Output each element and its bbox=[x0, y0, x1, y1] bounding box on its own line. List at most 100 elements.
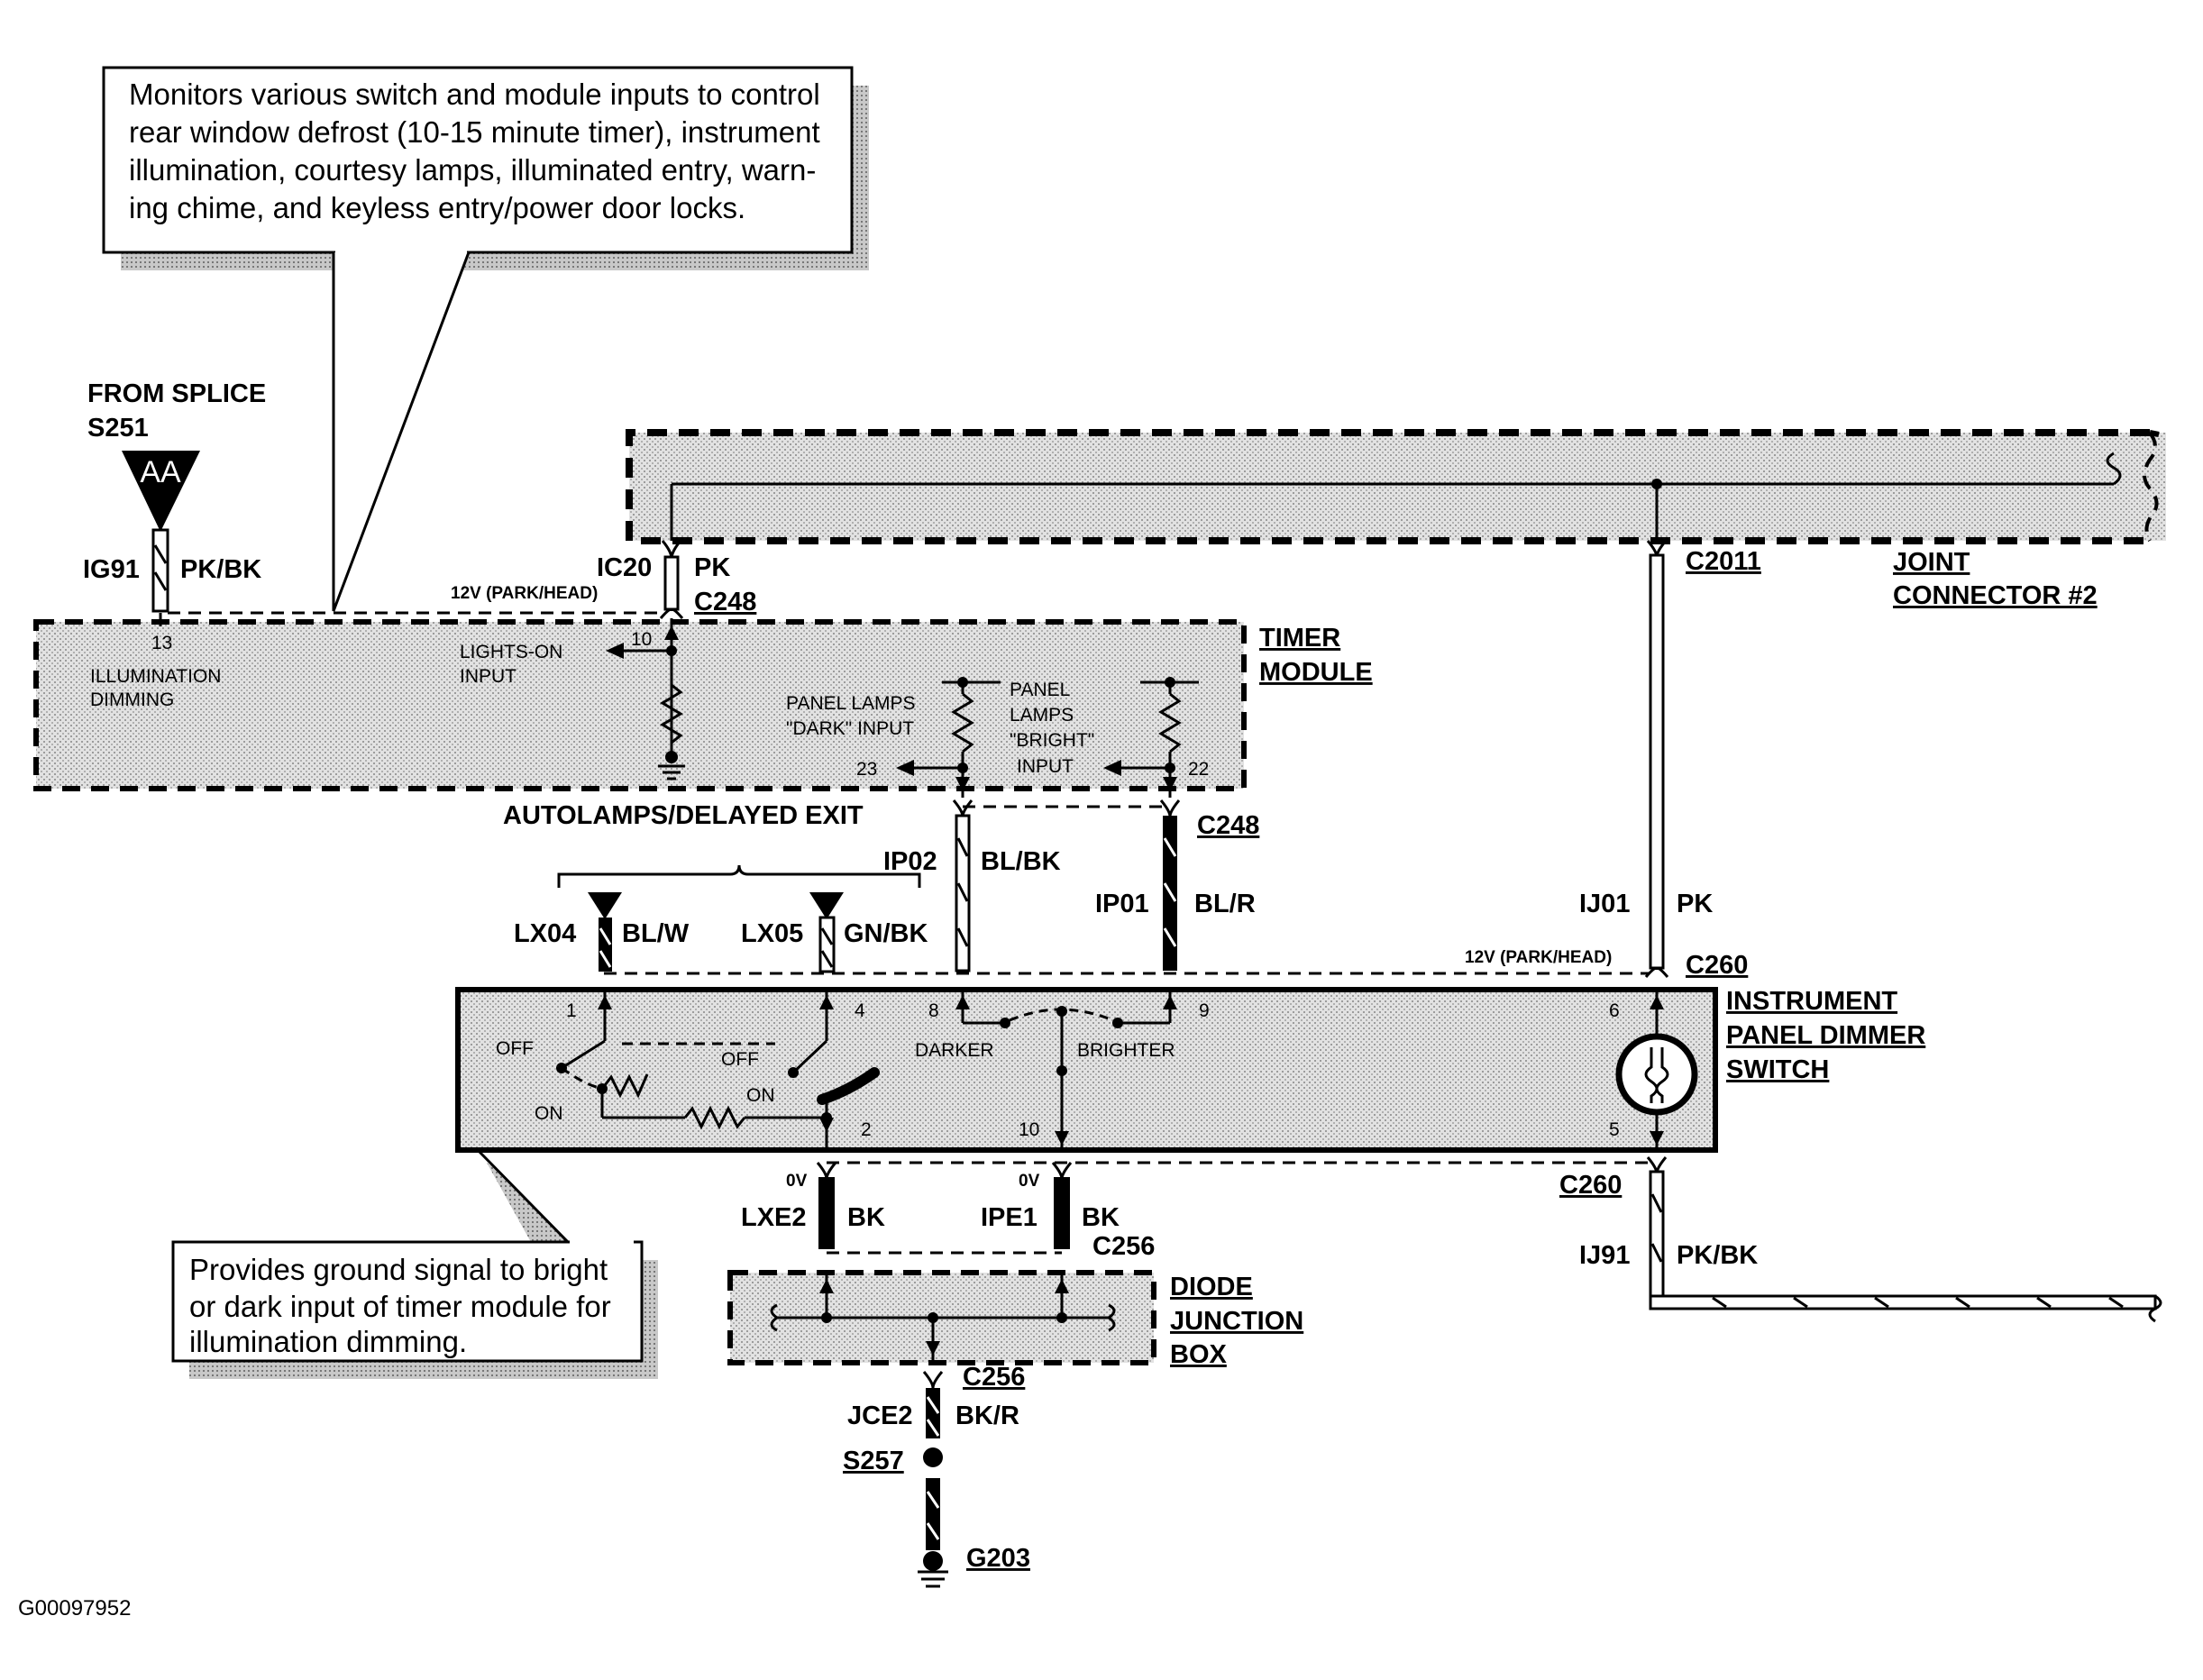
wire-ig91-color: PK/BK bbox=[180, 555, 261, 584]
dimmer-title-3: SWITCH bbox=[1726, 1055, 1829, 1084]
wire-ic20-group: IC20 PK C248 bbox=[597, 540, 756, 619]
timer-module: TIMER MODULE 13 ILLUMINATION DIMMING 10 … bbox=[33, 613, 1373, 798]
wire-lxe2-ipe1-group: 0V 0V LXE2 BK IPE1 BK C256 bbox=[741, 1162, 1155, 1261]
wire-lx05: LX05 bbox=[741, 919, 803, 948]
wire-ip02-ip01-group: C248 IP02 BL/BK IP01 BL/R bbox=[883, 799, 1259, 972]
wire-ij91: IJ91 bbox=[1579, 1241, 1630, 1270]
splice-label: FROM SPLICE bbox=[87, 379, 266, 408]
wire-lxe2: LXE2 bbox=[741, 1203, 807, 1232]
illumination-dimming-label-1: ILLUMINATION bbox=[90, 666, 221, 687]
timer-pin-13: 13 bbox=[151, 633, 172, 653]
connector-c248-top: C248 bbox=[694, 588, 756, 616]
wire-jce2: JCE2 bbox=[847, 1402, 913, 1430]
timer-pin-22: 22 bbox=[1188, 759, 1209, 780]
wire-jce2-color: BK/R bbox=[955, 1402, 1019, 1430]
callout-bottom-line-1: Provides ground signal to bright bbox=[189, 1253, 608, 1286]
wire-ig91: IG91 bbox=[83, 555, 140, 584]
bright-input-label-4: INPUT bbox=[1017, 756, 1074, 777]
dimmer-title-2: PANEL DIMMER bbox=[1726, 1021, 1925, 1050]
autolamps-label: AUTOLAMPS/DELAYED EXIT bbox=[503, 801, 864, 830]
wire-ij01-group: C2011 IJ01 PK bbox=[1579, 540, 1761, 978]
dimmer-on-2: ON bbox=[746, 1085, 775, 1106]
wire-jce2-group: C256 JCE2 BK/R S257 G203 bbox=[843, 1363, 1030, 1588]
bright-input-label-3: "BRIGHT" bbox=[1010, 730, 1094, 751]
dimmer-pin-4: 4 bbox=[855, 1000, 865, 1021]
wire-lx04-color: BL/W bbox=[622, 919, 690, 948]
bright-input-label-1: PANEL bbox=[1010, 680, 1070, 700]
wire-lx04: LX04 bbox=[514, 919, 576, 948]
callout-top-line-1: Monitors various switch and module input… bbox=[129, 78, 820, 111]
dimmer-on-1: ON bbox=[535, 1103, 563, 1124]
joint-connector-2: JOINT CONNECTOR #2 bbox=[626, 429, 2166, 610]
wire-ic20-color: PK bbox=[694, 553, 730, 582]
wire-ij01: IJ01 bbox=[1579, 890, 1630, 918]
diode-box-title-1: DIODE bbox=[1170, 1273, 1253, 1301]
wire-ic20: IC20 bbox=[597, 553, 652, 582]
dark-input-label-1: PANEL LAMPS bbox=[786, 693, 916, 714]
zero-volt-1: 0V bbox=[786, 1172, 808, 1191]
dimmer-title-1: INSTRUMENT bbox=[1726, 987, 1897, 1016]
instrument-panel-dimmer-switch: INSTRUMENT PANEL DIMMER SWITCH 1 OFF ON … bbox=[455, 987, 1925, 1153]
joint-connector-title-1: JOINT bbox=[1893, 548, 1970, 577]
connector-c256-bottom: C256 bbox=[963, 1363, 1025, 1392]
bright-input-label-2: LAMPS bbox=[1010, 705, 1074, 726]
diode-junction-box: DIODE JUNCTION BOX bbox=[727, 1270, 1303, 1369]
dimmer-pin-8: 8 bbox=[928, 1000, 939, 1021]
dimmer-brighter: BRIGHTER bbox=[1077, 1040, 1175, 1061]
diode-box-title-2: JUNCTION bbox=[1170, 1307, 1303, 1336]
connector-c2011: C2011 bbox=[1686, 547, 1761, 576]
timer-module-title-1: TIMER bbox=[1259, 624, 1340, 653]
splice-s251: FROM SPLICE S251 AA IG91 PK/BK bbox=[83, 379, 266, 613]
callout-top: Monitors various switch and module input… bbox=[102, 66, 869, 612]
illumination-dimming-label-2: DIMMING bbox=[90, 689, 174, 710]
zero-volt-2: 0V bbox=[1019, 1172, 1040, 1191]
wire-lx05-color: GN/BK bbox=[844, 919, 928, 948]
wire-ij91-group: C260 IJ91 PK/BK bbox=[1559, 1156, 2162, 1323]
wire-ij91-color: PK/BK bbox=[1677, 1241, 1758, 1270]
wire-ip02: IP02 bbox=[883, 847, 937, 876]
dimmer-pin-2: 2 bbox=[861, 1119, 872, 1140]
callout-bottom-line-2: or dark input of timer module for bbox=[189, 1290, 611, 1323]
connector-c256-top: C256 bbox=[1092, 1232, 1155, 1261]
wire-ij01-color: PK bbox=[1677, 890, 1713, 918]
callout-top-line-4: ing chime, and keyless entry/power door … bbox=[129, 191, 745, 224]
dimmer-pin-5: 5 bbox=[1609, 1119, 1620, 1140]
connector-c248-mid: C248 bbox=[1197, 811, 1259, 840]
wire-ip02-color: BL/BK bbox=[981, 847, 1061, 876]
diode-box-title-3: BOX bbox=[1170, 1340, 1228, 1369]
lights-on-label-2: INPUT bbox=[460, 666, 516, 687]
wire-lxe2-color: BK bbox=[847, 1203, 885, 1232]
callout-bottom: Provides ground signal to bright or dark… bbox=[171, 1148, 658, 1379]
wire-ip01-color: BL/R bbox=[1194, 890, 1256, 918]
dark-input-label-2: "DARK" INPUT bbox=[786, 718, 914, 739]
voltage-park-head-2: 12V (PARK/HEAD) bbox=[1465, 948, 1612, 967]
dimmer-pin-6: 6 bbox=[1609, 1000, 1620, 1021]
splice-id: S251 bbox=[87, 414, 149, 443]
voltage-park-head-1: 12V (PARK/HEAD) bbox=[451, 584, 598, 603]
figure-id: G00097952 bbox=[18, 1596, 131, 1621]
joint-connector-title-2: CONNECTOR #2 bbox=[1893, 581, 2098, 610]
callout-top-line-3: illumination, courtesy lamps, illuminate… bbox=[129, 153, 816, 187]
lights-on-label-1: LIGHTS-ON bbox=[460, 642, 562, 662]
dimmer-pin-9: 9 bbox=[1199, 1000, 1210, 1021]
dimmer-pin-1: 1 bbox=[566, 1000, 577, 1021]
wire-ipe1: IPE1 bbox=[981, 1203, 1038, 1232]
wire-lx04-lx05-group: LX04 BL/W LX05 GN/BK bbox=[514, 892, 928, 973]
timer-pin-23: 23 bbox=[856, 759, 877, 780]
callout-bottom-line-3: illumination dimming. bbox=[189, 1325, 467, 1358]
dimmer-pin-10: 10 bbox=[1019, 1119, 1039, 1140]
timer-pin-10: 10 bbox=[631, 629, 652, 650]
dimmer-off-2: OFF bbox=[721, 1049, 759, 1070]
timer-module-title-2: MODULE bbox=[1259, 658, 1373, 687]
callout-top-line-2: rear window defrost (10-15 minute timer)… bbox=[129, 115, 820, 149]
ground-g203: G203 bbox=[966, 1544, 1030, 1573]
splice-s257: S257 bbox=[843, 1447, 904, 1475]
splice-marker: AA bbox=[140, 455, 181, 489]
dimmer-off-1: OFF bbox=[496, 1038, 534, 1059]
connector-c260-top: C260 bbox=[1686, 951, 1748, 980]
dimmer-darker: DARKER bbox=[915, 1040, 994, 1061]
wire-ipe1-color: BK bbox=[1082, 1203, 1120, 1232]
connector-c260-bottom: C260 bbox=[1559, 1171, 1622, 1200]
wire-ip01: IP01 bbox=[1095, 890, 1149, 918]
